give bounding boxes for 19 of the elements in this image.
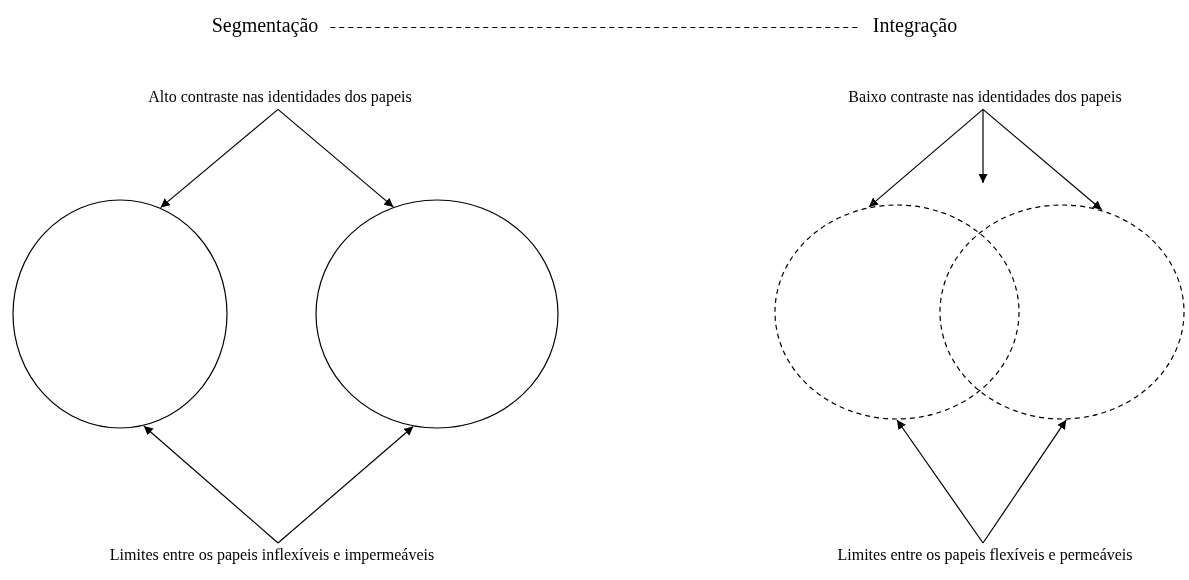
arrow	[896, 419, 984, 544]
caption-text: Baixo contraste nas identidades dos papeis	[848, 88, 1122, 107]
dashed-circle	[939, 204, 1185, 420]
arrow	[868, 108, 984, 208]
caption-text: Limites entre os papeis flexíveis e permeáveis	[837, 546, 1133, 565]
arrow	[143, 425, 279, 544]
arrow	[982, 108, 1103, 211]
circle-outline	[12, 199, 228, 429]
arrow	[277, 425, 414, 544]
dashed-circle	[774, 204, 1020, 420]
heading-text: Integração	[872, 14, 958, 37]
circle-outline	[315, 199, 559, 429]
arrow	[160, 108, 279, 209]
arrow	[978, 108, 988, 184]
arrow	[277, 108, 394, 208]
caption-text: Limites entre os papeis inflexíveis e impermeáveis	[109, 546, 435, 565]
heading-text: Segmentação	[211, 14, 319, 37]
arrow	[982, 419, 1067, 544]
caption-text: Alto contraste nas identidades dos papeis	[148, 88, 412, 107]
